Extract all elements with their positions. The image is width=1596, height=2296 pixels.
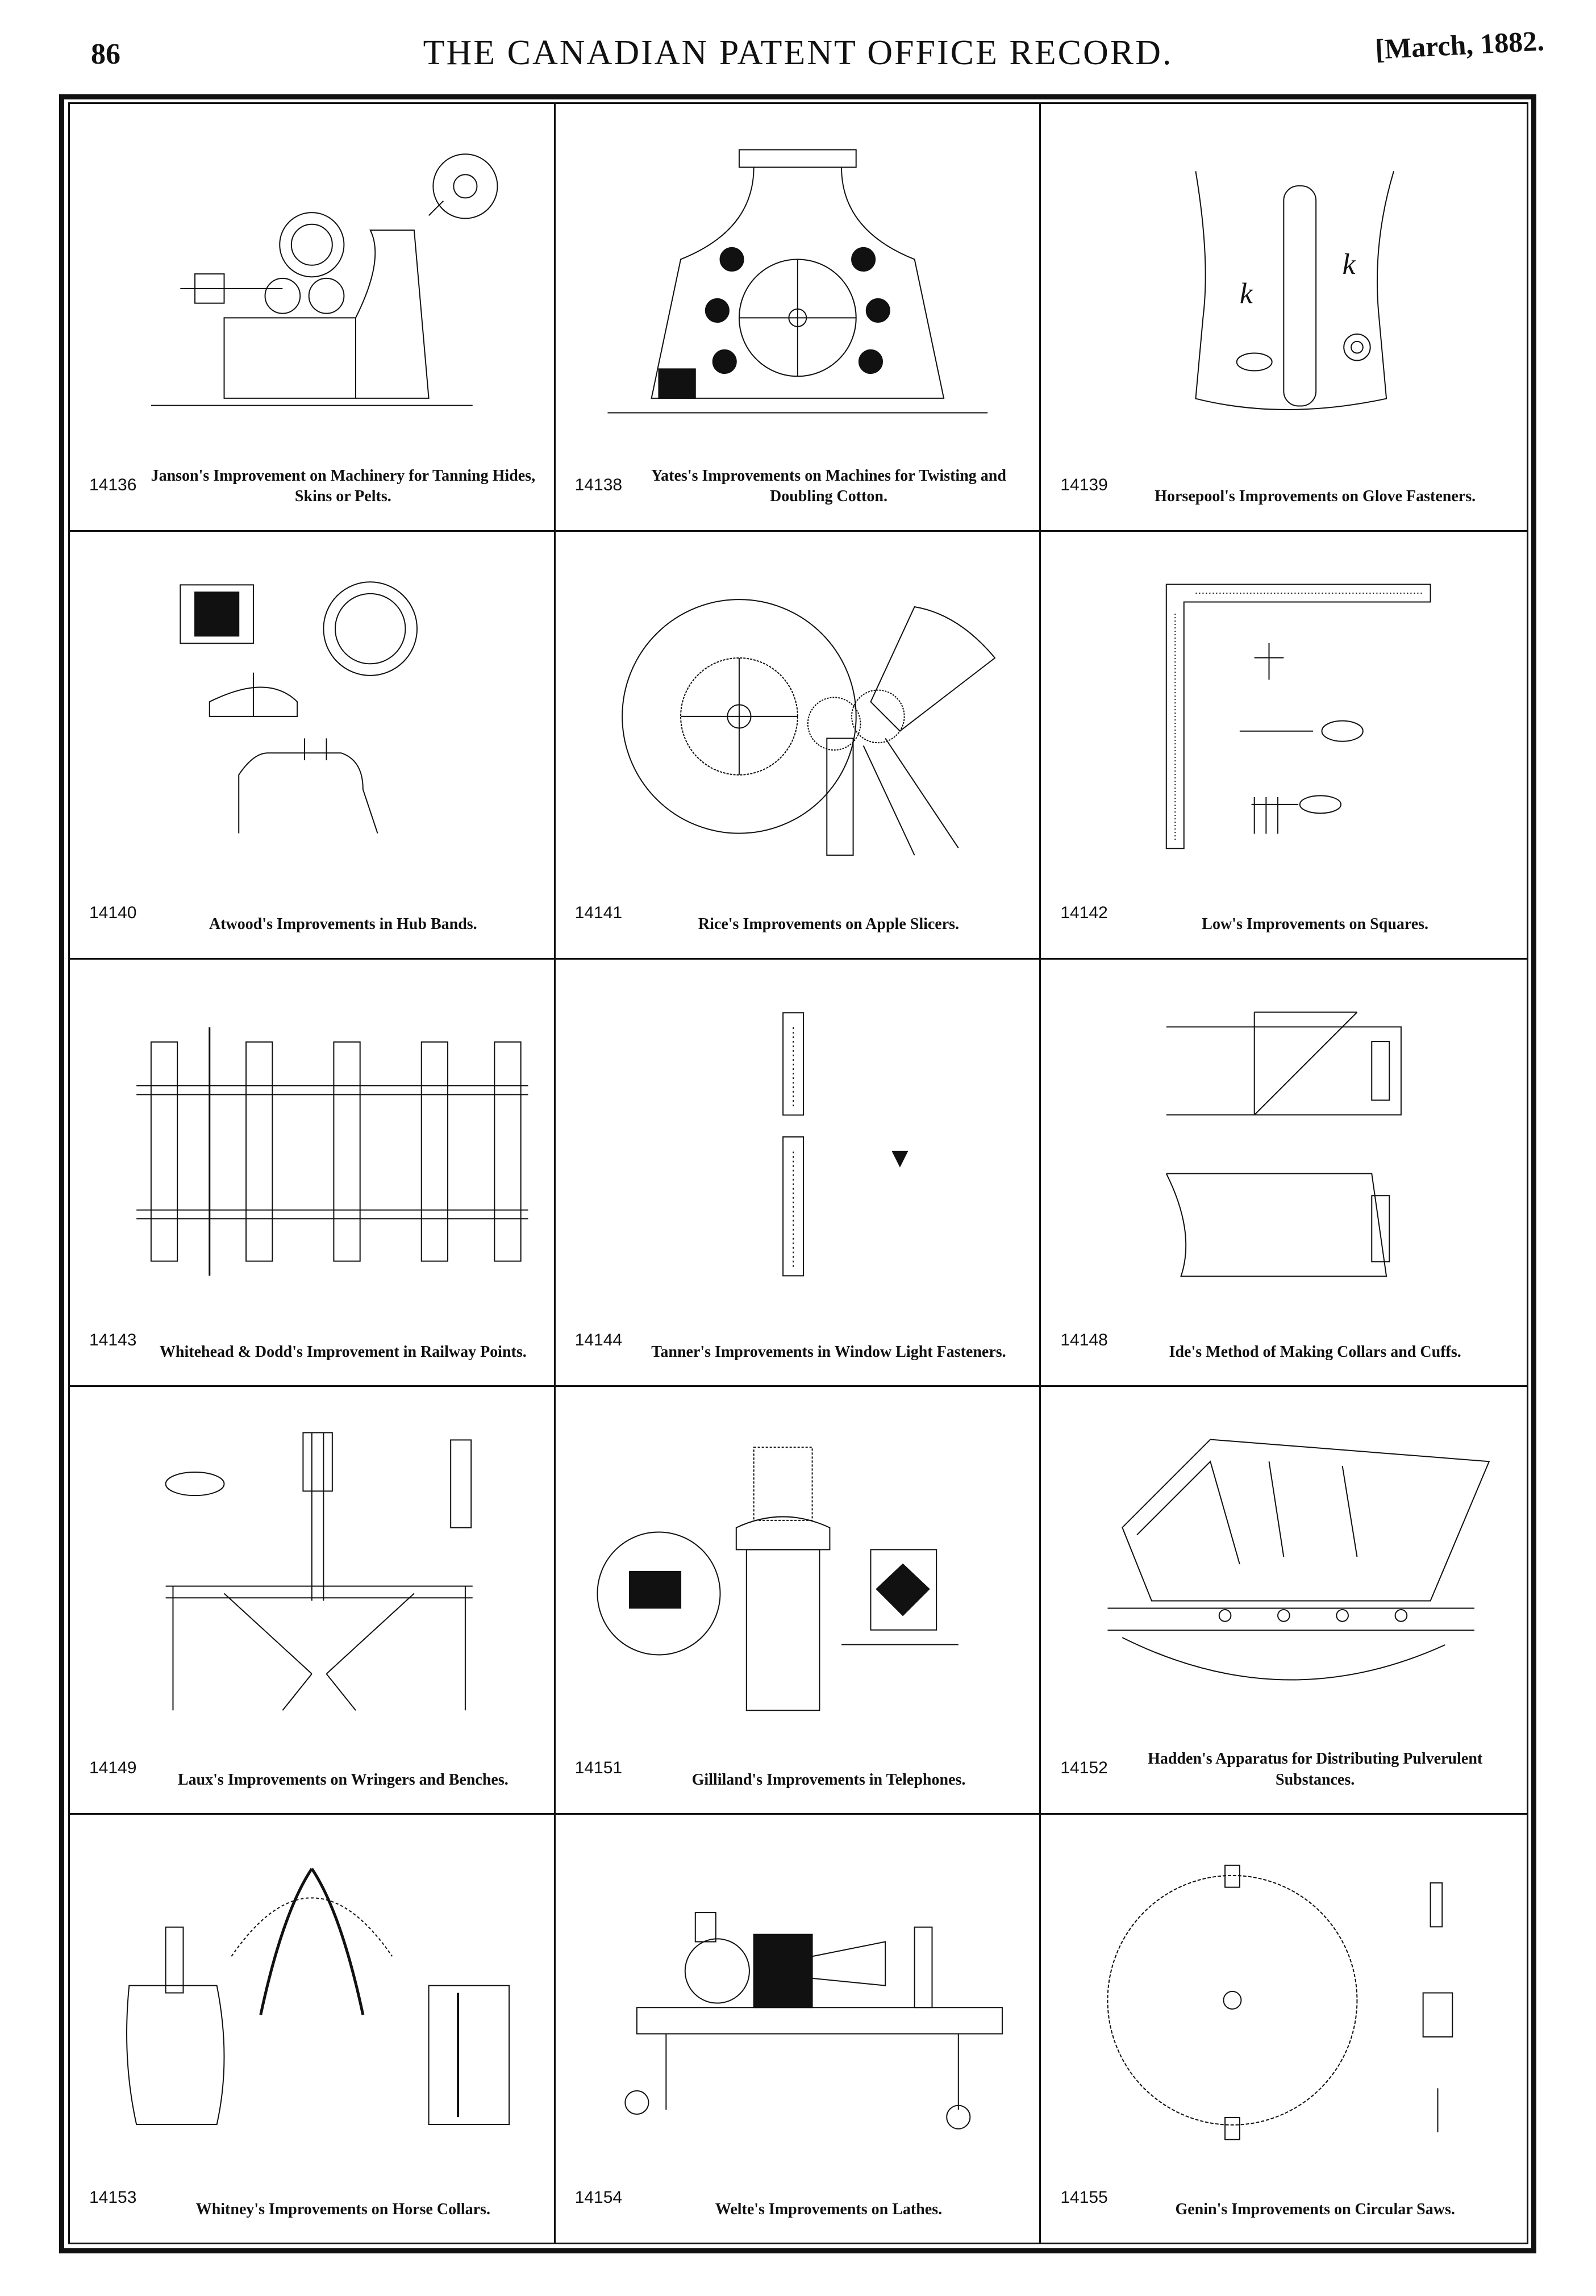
patent-caption: Whitehead & Dodd's Improvement in Railwa… xyxy=(159,1343,527,1361)
patent-number: 14138 xyxy=(574,475,623,494)
patent-number: 14136 xyxy=(89,475,137,494)
patent-caption: Ide's Method of Making Collars and Cuffs… xyxy=(1169,1343,1461,1361)
carpenter-square-icon xyxy=(1064,555,1504,878)
patent-caption: Genin's Improvements on Circular Saws. xyxy=(1175,2200,1455,2218)
patent-caption: Hadden's Apparatus for Distributing Pulv… xyxy=(1148,1750,1483,1789)
railway-points-icon xyxy=(93,982,531,1306)
patent-number: 14155 xyxy=(1060,2187,1108,2207)
patent-cell: 14138 Yates's Improvements on Machines f… xyxy=(555,104,1041,532)
patent-cell: 14136 Janson's Improvement on Machinery … xyxy=(70,104,556,532)
patent-cell: 14149 Laux's Improvements on Wringers an… xyxy=(70,1387,556,1815)
apple-slicer-icon xyxy=(578,555,1017,878)
patent-cell: 14153 Whitney's Improvements on Horse Co… xyxy=(70,1815,556,2243)
patent-number: 14139 xyxy=(1060,475,1108,494)
page-frame xyxy=(59,94,1536,2253)
patent-caption: Low's Improvements on Squares. xyxy=(1202,915,1429,934)
patent-number: 14154 xyxy=(574,2187,623,2207)
patent-caption: Laux's Improvements on Wringers and Benc… xyxy=(177,1770,509,1789)
patent-cell: 14152 Hadden's Apparatus for Distributin… xyxy=(1041,1387,1527,1815)
patent-number: 14152 xyxy=(1060,1759,1108,1778)
twisting-machine-icon xyxy=(578,127,1017,451)
patent-caption: Janson's Improvement on Machinery for Ta… xyxy=(151,467,536,506)
glove-fastener-icon: k k xyxy=(1064,127,1504,451)
tanning-machine-icon xyxy=(93,127,531,451)
collar-cuff-icon xyxy=(1064,982,1504,1306)
patent-cell: 14144 Tanner's Improvements in Window Li… xyxy=(555,959,1041,1387)
patent-number: 14151 xyxy=(574,1759,623,1778)
patent-number: 14148 xyxy=(1060,1331,1108,1350)
patent-cell: 14148 Ide's Method of Making Collars and… xyxy=(1041,960,1527,1387)
hub-band-icon xyxy=(93,555,531,878)
svg-text:k: k xyxy=(1240,278,1253,310)
patent-caption: Tanner's Improvements in Window Light Fa… xyxy=(651,1343,1006,1361)
patent-number: 14141 xyxy=(574,903,623,922)
circular-saw-icon xyxy=(1064,1837,1504,2163)
patent-caption: Welte's Improvements on Lathes. xyxy=(715,2200,943,2218)
patent-cell: 14143 Whitehead & Dodd's Improvement in … xyxy=(70,959,556,1387)
distributor-hopper-icon xyxy=(1064,1410,1504,1734)
page-header: 86 THE CANADIAN PATENT OFFICE RECORD. [M… xyxy=(0,0,1596,85)
patent-caption: Horsepool's Improvements on Glove Fasten… xyxy=(1155,487,1476,506)
patent-cell: 14155 Genin's Improvements on Circular S… xyxy=(1041,1815,1527,2243)
patent-number: 14140 xyxy=(89,903,137,922)
patent-number: 14149 xyxy=(89,1759,137,1778)
patent-caption: Yates's Improvements on Machines for Twi… xyxy=(651,467,1006,506)
horse-collar-icon xyxy=(93,1837,531,2163)
page-number: 86 xyxy=(91,38,120,70)
patent-number: 14144 xyxy=(574,1331,623,1350)
patent-cell: 14142 Low's Improvements on Squares. xyxy=(1041,532,1527,960)
window-fastener-icon xyxy=(578,982,1017,1306)
wringer-bench-icon xyxy=(93,1410,531,1734)
patent-caption: Rice's Improvements on Apple Slicers. xyxy=(698,915,960,934)
patent-cell: 14140 Atwood's Improvements in Hub Bands… xyxy=(70,531,556,960)
patent-caption: Atwood's Improvements in Hub Bands. xyxy=(209,915,477,934)
journal-title: THE CANADIAN PATENT OFFICE RECORD. xyxy=(423,34,1173,72)
patent-number: 14143 xyxy=(89,1331,137,1350)
patent-cell: k k 14139 Horsepool's Improvements on Gl… xyxy=(1041,104,1527,532)
patent-cell: 14154 Welte's Improvements on Lathes. xyxy=(556,1815,1041,2243)
patent-number: 14142 xyxy=(1060,903,1108,922)
patent-number: 14153 xyxy=(89,2187,137,2207)
patent-cell: 14151 Gilliland's Improvements in Teleph… xyxy=(555,1387,1041,1815)
patent-caption: Gilliland's Improvements in Telephones. xyxy=(691,1770,966,1789)
patent-cell: 14141 Rice's Improvements on Apple Slice… xyxy=(555,531,1041,960)
patent-caption: Whitney's Improvements on Horse Collars. xyxy=(195,2200,490,2218)
svg-text:k: k xyxy=(1343,248,1356,281)
patent-grid: 14136 Janson's Improvement on Machinery … xyxy=(68,102,1528,2244)
telephone-icon xyxy=(578,1410,1017,1734)
lathe-icon xyxy=(578,1837,1017,2163)
